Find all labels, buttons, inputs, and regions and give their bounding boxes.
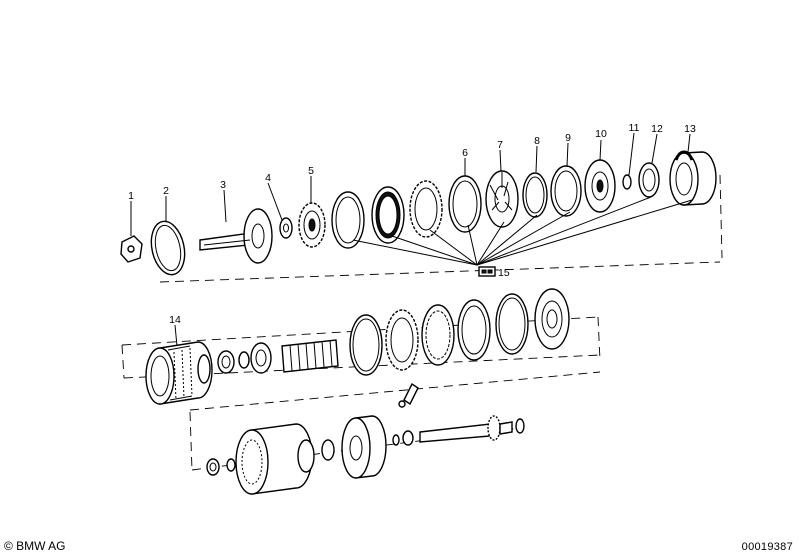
lower-small-ring-a[interactable] <box>206 458 220 476</box>
callout-10: 10 <box>595 128 607 140</box>
middle-disc-c[interactable] <box>421 304 455 366</box>
middle-spring-pack[interactable] <box>281 339 339 373</box>
callout-8: 8 <box>534 135 540 147</box>
callout-15: 15 <box>498 267 510 279</box>
callout-1: 1 <box>128 190 134 202</box>
middle-piston[interactable] <box>534 288 570 350</box>
callout-2: 2 <box>163 185 169 197</box>
image-number: 00019387 <box>741 541 793 553</box>
middle-disc-a[interactable] <box>349 314 383 376</box>
part-15-kit-symbol <box>478 266 496 277</box>
callout-13: 13 <box>684 123 696 135</box>
lower-drum[interactable] <box>235 423 315 495</box>
middle-assembly <box>121 288 601 411</box>
callout-11: 11 <box>629 122 640 134</box>
callout-4: 4 <box>265 172 271 184</box>
callout-leaders-upper <box>130 132 691 236</box>
part-5-gear[interactable] <box>298 202 326 248</box>
clutch-disc-a[interactable] <box>331 191 365 249</box>
callout-labels: 1 2 3 4 5 6 7 8 9 10 11 12 13 14 15 <box>128 122 696 326</box>
middle-frame-left <box>121 344 125 379</box>
middle-disc-b[interactable] <box>385 309 419 371</box>
part-3-shaft[interactable] <box>199 208 273 264</box>
lower-small-washers[interactable] <box>392 430 414 446</box>
lower-o-ring[interactable] <box>321 439 335 461</box>
middle-screw[interactable] <box>398 382 419 408</box>
part-14-drum[interactable] <box>145 341 213 405</box>
lower-assembly <box>189 411 525 495</box>
lower-output-shaft[interactable] <box>419 415 525 443</box>
callout-3: 3 <box>220 179 226 191</box>
upper-axis-line <box>159 261 721 283</box>
part-7-spring-plate[interactable] <box>485 170 519 228</box>
middle-small-washer-a[interactable] <box>217 350 235 374</box>
leader-lines-15 <box>352 196 693 266</box>
part-13-housing[interactable] <box>669 150 717 206</box>
upper-frame-right <box>719 174 723 259</box>
middle-disc-e[interactable] <box>495 293 529 355</box>
clutch-disc-b[interactable] <box>371 186 405 244</box>
lower-small-ring-b[interactable] <box>226 458 236 472</box>
clutch-disc-c[interactable] <box>409 180 443 238</box>
callout-9: 9 <box>565 132 571 144</box>
part-6-disc[interactable] <box>448 175 482 233</box>
callout-5: 5 <box>308 165 314 177</box>
middle-retainer[interactable] <box>250 342 272 374</box>
middle-frame-right <box>597 316 601 361</box>
middle-frame-bottom <box>189 371 601 411</box>
lower-frame-left <box>189 411 193 471</box>
part-2-snap-ring[interactable] <box>147 218 190 277</box>
middle-disc-d[interactable] <box>457 299 491 361</box>
part-9-disc[interactable] <box>550 165 582 217</box>
callout-12: 12 <box>651 123 663 135</box>
callout-leader-14 <box>174 324 178 347</box>
middle-small-washer-b[interactable] <box>238 351 250 369</box>
part-8-disc[interactable] <box>522 172 548 218</box>
part-10-piston[interactable] <box>584 159 616 213</box>
part-11-o-ring[interactable] <box>622 174 632 190</box>
part-4-washer[interactable] <box>279 217 293 239</box>
part-12-seal-ring[interactable] <box>638 162 660 198</box>
copyright-text: © BMW AG <box>4 539 66 553</box>
upper-assembly <box>120 132 723 283</box>
callout-7: 7 <box>497 139 503 151</box>
callout-14: 14 <box>169 314 181 326</box>
callout-6: 6 <box>462 147 468 159</box>
lower-carrier[interactable] <box>341 415 387 479</box>
part-1-lock-plate[interactable] <box>120 235 143 263</box>
